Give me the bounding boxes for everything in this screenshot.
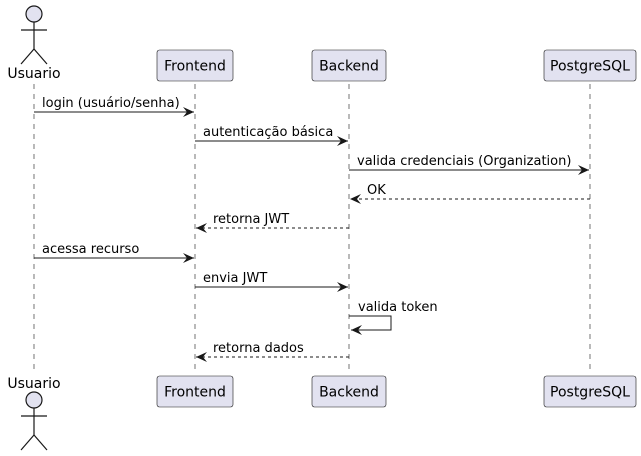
message-label: login (usuário/senha) xyxy=(42,96,180,111)
participant-top-frontend: Frontend xyxy=(156,49,234,82)
message-1: login (usuário/senha) xyxy=(34,96,194,117)
participants-top: Usuario Frontend Backend PostgreSQL xyxy=(7,5,637,82)
participant-box xyxy=(311,375,387,408)
participant-label: PostgreSQL xyxy=(550,59,630,75)
message-arrow xyxy=(349,315,392,335)
actor-icon xyxy=(20,391,48,451)
participant-top-postgres: PostgreSQL xyxy=(543,49,637,82)
messages: login (usuário/senha) autenticação básica… xyxy=(34,96,590,362)
participant-bottom-frontend: Frontend xyxy=(156,375,234,408)
participant-label: Usuario xyxy=(7,376,60,392)
participant-label: Usuario xyxy=(7,66,60,82)
message-7: envia JWT xyxy=(195,271,348,292)
message-2: autenticação básica xyxy=(195,125,348,146)
participant-label: Backend xyxy=(319,385,379,401)
participant-box xyxy=(543,49,637,82)
participant-box xyxy=(156,49,234,82)
lifelines xyxy=(33,84,591,374)
message-label: envia JWT xyxy=(203,271,267,286)
message-8: valida token xyxy=(349,300,438,335)
actor-icon xyxy=(20,5,48,65)
participant-box xyxy=(311,49,387,82)
message-label: OK xyxy=(367,183,386,198)
participant-label: Frontend xyxy=(164,385,226,401)
participant-label: PostgreSQL xyxy=(550,385,630,401)
participant-top-backend: Backend xyxy=(311,49,387,82)
message-5: retorna JWT xyxy=(196,212,349,233)
message-3: valida credenciais (Organization) xyxy=(349,154,589,175)
message-label: valida token xyxy=(358,300,438,315)
message-label: retorna dados xyxy=(213,341,304,356)
message-label: retorna JWT xyxy=(213,212,289,227)
message-4: OK xyxy=(350,183,590,204)
message-9: retorna dados xyxy=(196,341,349,362)
participant-label: Backend xyxy=(319,59,379,75)
message-label: acessa recurso xyxy=(42,242,139,257)
message-6: acessa recurso xyxy=(34,242,194,263)
participant-bottom-usuario: Usuario xyxy=(7,376,61,451)
participant-box xyxy=(156,375,234,408)
message-label: valida credenciais (Organization) xyxy=(357,154,571,169)
participant-box xyxy=(543,375,637,408)
participant-top-usuario: Usuario xyxy=(7,5,61,82)
participant-bottom-backend: Backend xyxy=(311,375,387,408)
message-label: autenticação básica xyxy=(203,125,333,140)
participant-bottom-postgres: PostgreSQL xyxy=(543,375,637,408)
participant-label: Frontend xyxy=(164,59,226,75)
